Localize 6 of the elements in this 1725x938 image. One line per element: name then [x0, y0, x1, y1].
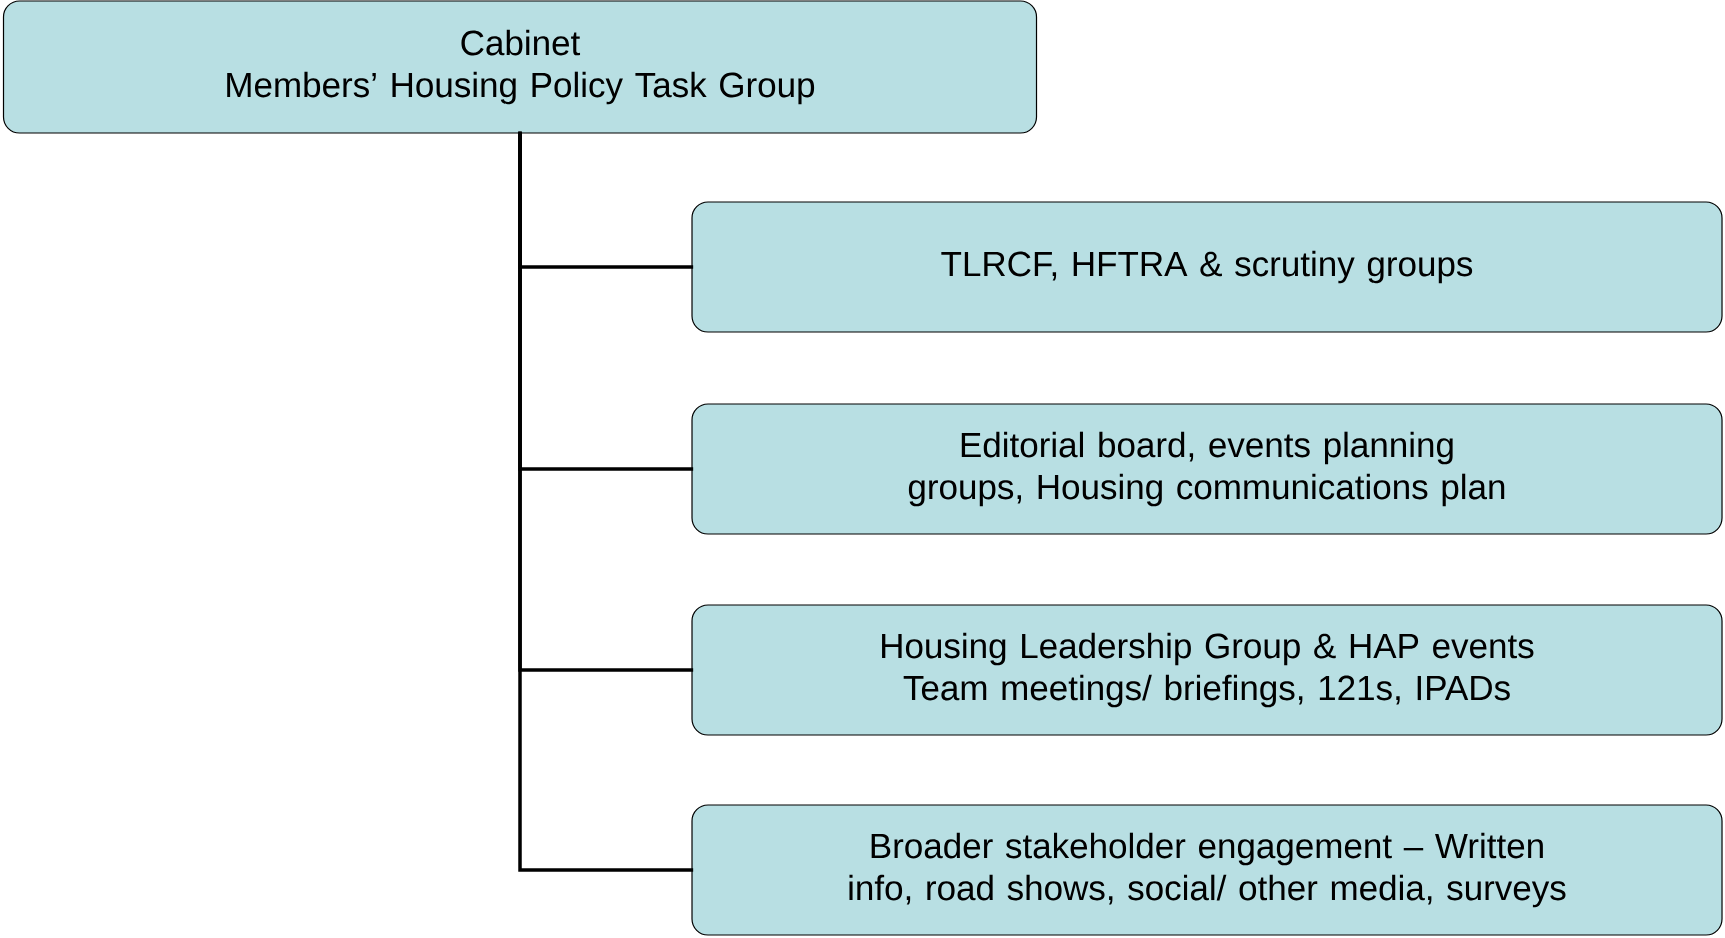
connector-line: [518, 131, 694, 872]
group-box: Cabinet Members’ Housing Policy Task Group: [2, 0, 1038, 134]
group-box: TLRCF, HFTRA & scrutiny groups: [691, 201, 1723, 333]
group-box: Editorial board, events planning groups, Housing communications plan: [691, 403, 1723, 535]
group-box: Broader stakeholder engagement – Written info, road shows, social/ other media, surveys: [691, 804, 1723, 936]
group-box: Housing Leadership Group & HAP events Team meetings/ briefings, 121s, IPADs: [691, 604, 1723, 736]
